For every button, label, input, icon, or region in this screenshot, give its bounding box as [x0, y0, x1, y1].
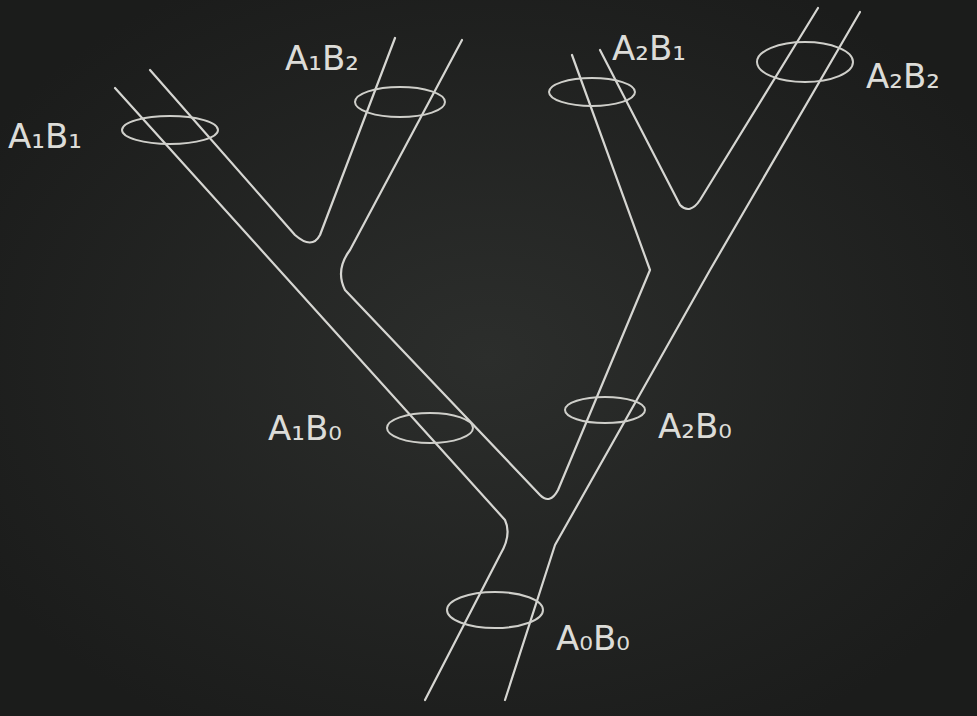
branch-line [600, 8, 818, 209]
branch-label: A₁B₁ [8, 118, 82, 155]
branch-line [341, 40, 650, 499]
branch-label: A₁B₂ [285, 40, 359, 77]
branch-label: A₂B₂ [866, 58, 940, 95]
branch-label: A₀B₀ [556, 620, 630, 657]
cut-ellipse [549, 78, 635, 106]
branch-line [150, 38, 395, 243]
cut-ellipse [122, 116, 218, 144]
cut-ellipse [355, 87, 445, 117]
cut-ellipse [565, 397, 645, 423]
cut-ellipse [387, 413, 473, 443]
branch-label: A₁B₀ [268, 410, 342, 447]
branch-label: A₂B₁ [612, 30, 686, 67]
cut-ellipse [757, 42, 853, 82]
branch-label: A₂B₀ [658, 408, 732, 445]
branch-line [115, 88, 508, 700]
cut-ellipse [447, 592, 543, 628]
branch-line [505, 12, 860, 700]
